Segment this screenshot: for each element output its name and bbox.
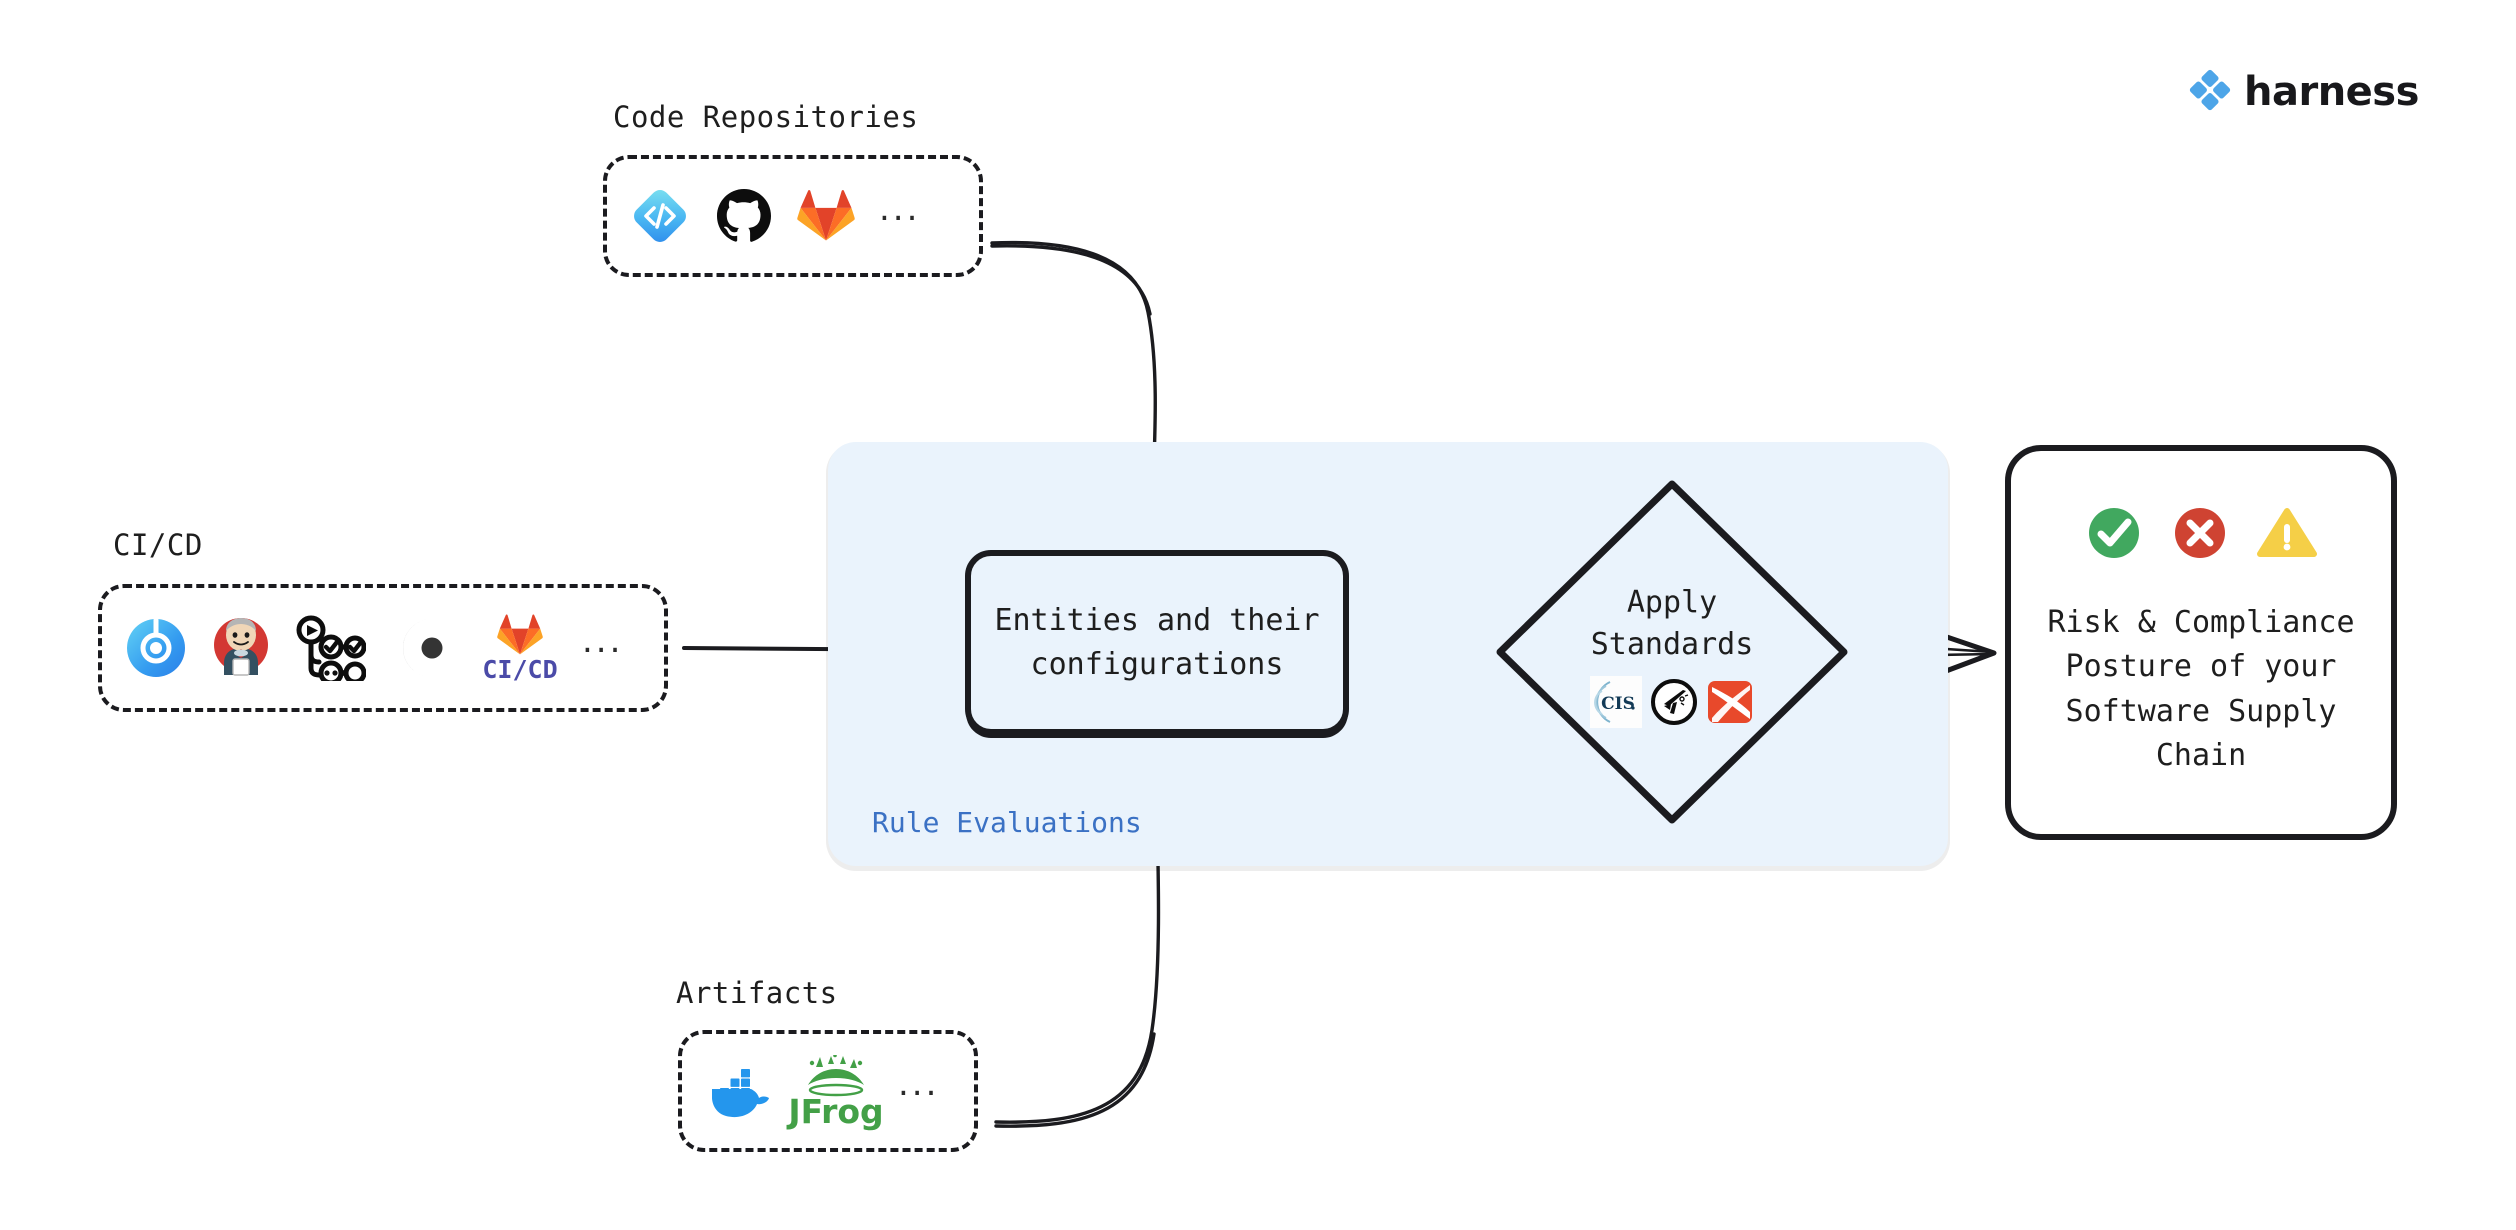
entities-configurations-text: Entities and their configurations [994, 603, 1320, 682]
error-circle-icon [2170, 503, 2230, 563]
warning-triangle-icon [2256, 503, 2318, 563]
ci-cd-group: CI/CD ... [98, 584, 668, 712]
jfrog-icon: JFrog [788, 1050, 884, 1132]
code-repositories-label: Code Repositories [613, 100, 919, 134]
jenkins-icon [208, 615, 274, 681]
artifacts-more-indicator: ... [898, 1064, 940, 1104]
circleci-icon [400, 616, 464, 680]
standards-icons-row: CIS [1590, 676, 1754, 728]
status-icons-row [2084, 503, 2318, 563]
ci-cd-label: CI/CD [113, 528, 203, 562]
slsa-framework-icon [1706, 678, 1754, 726]
diamond-shape-icon [1496, 480, 1848, 824]
outcome-text: Risk & Compliance Posture of your Softwa… [2047, 605, 2355, 774]
github-icon [715, 187, 773, 245]
harness-wordmark: harness [2244, 69, 2419, 115]
harness-code-repo-icon [629, 185, 691, 247]
cis-benchmark-icon: CIS [1590, 676, 1642, 728]
gitlab-icon [797, 187, 855, 245]
artifacts-label: Artifacts [676, 976, 838, 1010]
outcome-card: Risk & Compliance Posture of your Softwa… [2005, 445, 2397, 840]
openssf-scorecard-icon [1650, 678, 1698, 726]
harness-ci-icon [124, 616, 188, 680]
harness-diamond-logo-icon [2188, 68, 2232, 116]
entities-configurations-box: Entities and their configurations [965, 550, 1349, 735]
jfrog-label: JFrog [788, 1091, 884, 1131]
harness-logo: harness [2188, 68, 2419, 116]
code-repositories-group: ... [603, 155, 983, 277]
github-actions-icon [294, 615, 366, 681]
apply-standards-text: Apply Standards [1590, 585, 1754, 662]
svg-text:CIS: CIS [1601, 694, 1635, 714]
rule-evaluations-label: Rule Evaluations [872, 806, 1142, 839]
gitlab-cicd-label: CI/CD [482, 654, 558, 684]
apply-standards-diamond: Apply Standards CIS [1492, 476, 1852, 828]
code-repositories-more-indicator: ... [879, 189, 921, 229]
docker-icon [704, 1060, 778, 1122]
gitlab-cicd-icon: CI/CD [482, 608, 558, 688]
ci-cd-more-indicator: ... [582, 621, 624, 661]
check-circle-icon [2084, 503, 2144, 563]
artifacts-group: JFrog ... [678, 1030, 978, 1152]
